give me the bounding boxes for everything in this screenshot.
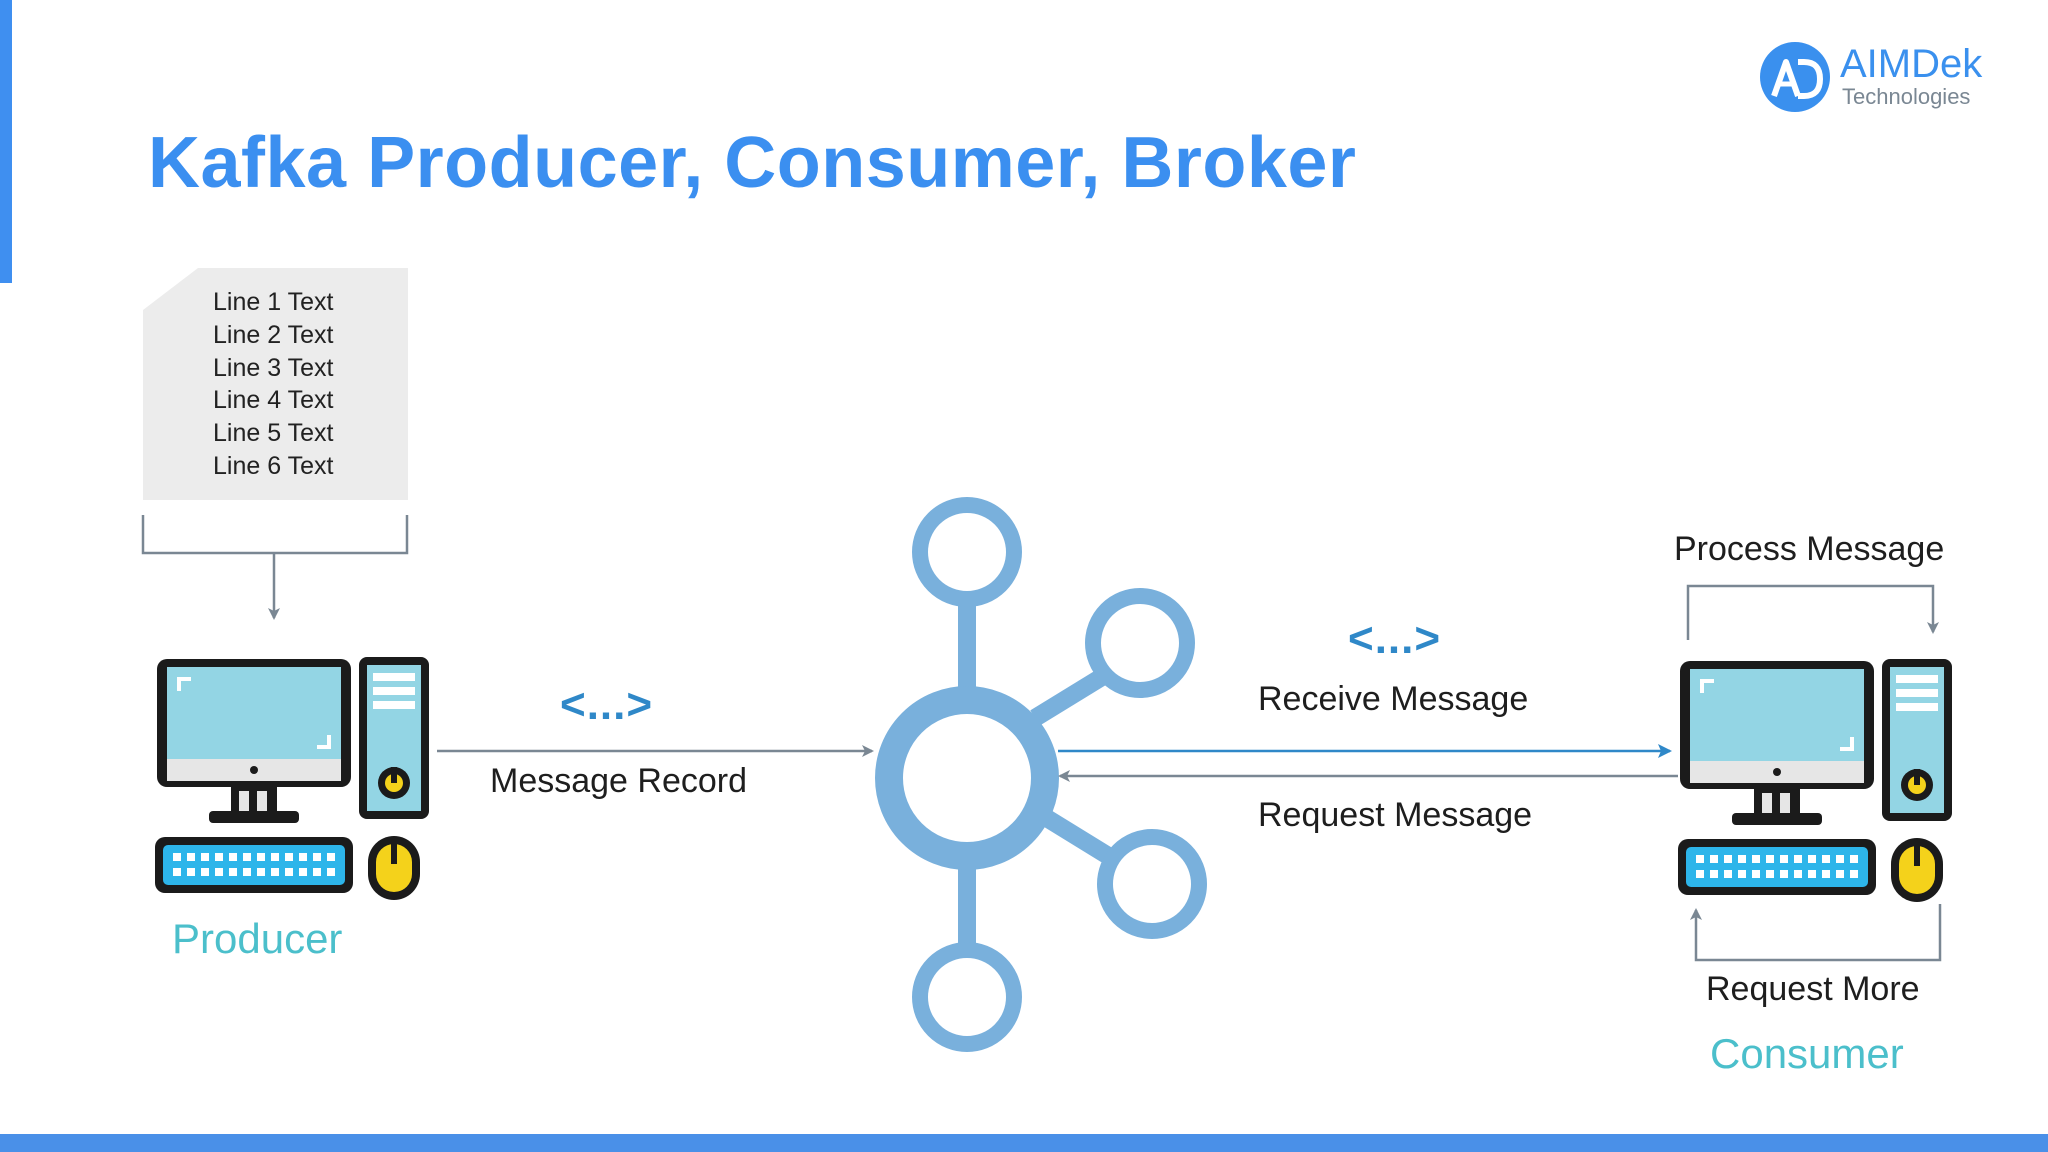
document-line: Line 6 Text — [213, 451, 334, 480]
document-line: Line 5 Text — [213, 419, 334, 448]
consumer-label: Consumer — [1710, 1030, 1904, 1077]
message-record-code-icon: <...> — [560, 680, 654, 729]
process-message-loop-arrow — [1686, 584, 1939, 640]
logo-name: AIMDek — [1840, 42, 1983, 86]
document-icon — [143, 268, 408, 500]
process-message-label: Process Message — [1674, 530, 1945, 568]
document-card: Line 1 Text Line 2 Text Line 3 Text Line… — [143, 268, 408, 500]
receive-message-label: Receive Message — [1258, 680, 1529, 718]
producer-label: Producer — [172, 915, 343, 962]
bottom-accent-bar — [0, 1134, 2048, 1152]
logo-mark-icon — [1771, 59, 1824, 99]
document-line: Line 2 Text — [213, 320, 334, 349]
document-bracket — [141, 515, 409, 620]
company-logo: AIMDek Technologies — [1760, 40, 1990, 120]
left-accent-bar — [0, 0, 12, 283]
slide-title: Kafka Producer, Consumer, Broker — [148, 123, 1357, 203]
request-more-loop-arrow — [1690, 904, 1942, 962]
receive-message-code-icon: <...> — [1348, 614, 1442, 663]
document-line: Line 4 Text — [213, 386, 334, 415]
kafka-broker-icon — [875, 497, 1207, 1052]
consumer-computer-icon — [1678, 659, 1952, 902]
message-record-label: Message Record — [490, 762, 748, 800]
request-message-label: Request Message — [1258, 796, 1533, 834]
document-line: Line 3 Text — [213, 353, 334, 382]
request-more-label: Request More — [1706, 970, 1920, 1008]
document-line: Line 1 Text — [213, 288, 334, 316]
document-lines: Line 1 Text Line 2 Text Line 3 Text Line… — [213, 286, 333, 483]
producer-computer-icon — [155, 657, 429, 900]
logo-subtitle: Technologies — [1842, 84, 1971, 109]
